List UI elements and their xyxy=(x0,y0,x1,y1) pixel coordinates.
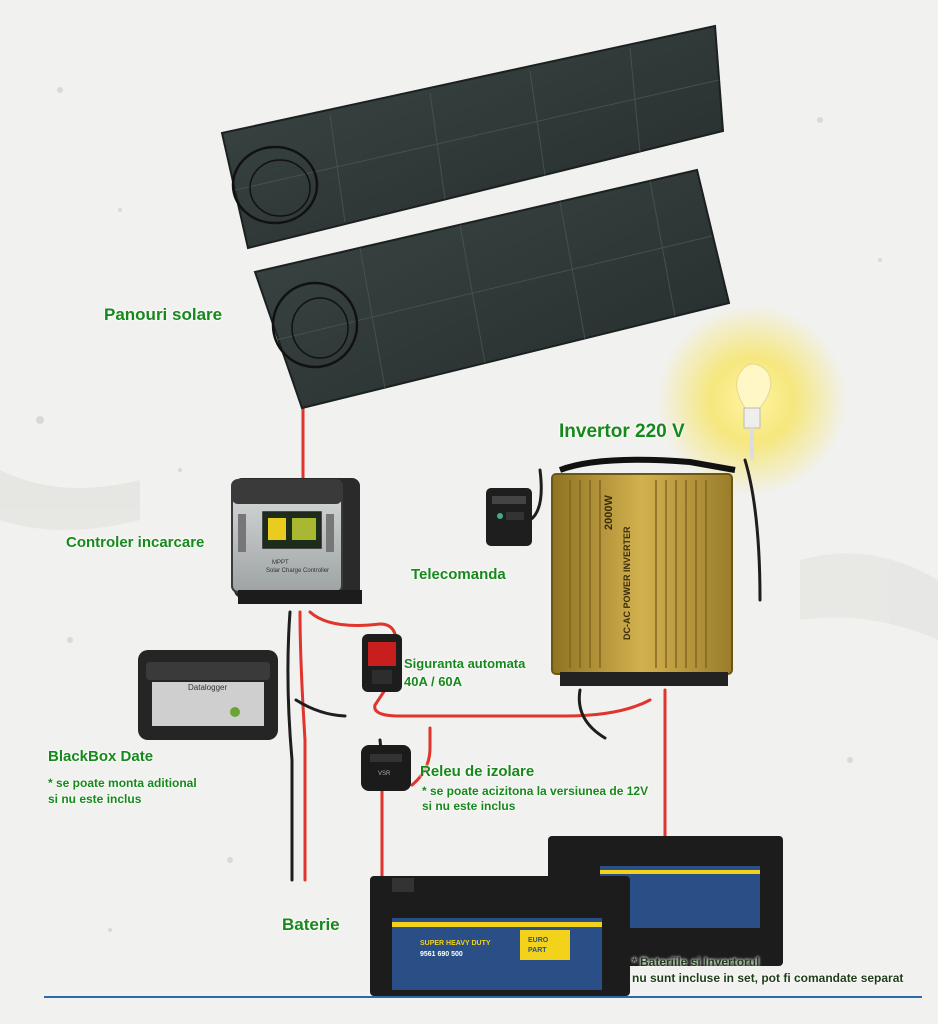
controller-name-text: Solar Charge Controller xyxy=(266,568,329,574)
label-blackbox-note-line1: * se poate monta aditional xyxy=(48,776,197,790)
label-relay-note-line2: si nu este inclus xyxy=(422,799,516,813)
isolation-relay: VSR xyxy=(361,745,411,791)
battery-front: SUPER HEAVY DUTY 9561 690 500 EURO PART xyxy=(370,876,630,996)
label-breaker-line2: 40A / 60A xyxy=(404,674,463,689)
label-battery-note-line2: nu sunt incluse in set, pot fi comandate… xyxy=(632,971,904,985)
inverter-power-text: 2000W xyxy=(603,495,615,530)
auto-breaker xyxy=(362,634,402,692)
battery-brand-text-2: PART xyxy=(528,947,547,954)
cables-red xyxy=(298,403,667,882)
battery-model-text: SUPER HEAVY DUTY xyxy=(420,940,491,947)
label-relay: Releu de izolare xyxy=(420,763,535,780)
label-solar-panels: Panouri solare xyxy=(104,305,223,324)
cables-black xyxy=(286,458,762,882)
charge-controller: MPPT Solar Charge Controller xyxy=(231,478,362,604)
solar-panel-bottom xyxy=(253,168,731,410)
label-inverter: Invertor 220 V xyxy=(559,421,685,442)
solar-panel-top xyxy=(220,24,725,250)
remote-control xyxy=(486,488,532,546)
battery-brand-text-1: EURO xyxy=(528,937,549,944)
light-bulb xyxy=(736,363,772,460)
controller-brand-text: MPPT xyxy=(272,560,289,566)
relay-badge-text: VSR xyxy=(378,771,391,777)
label-remote: Telecomanda xyxy=(411,566,506,583)
label-blackbox-note-line2: si nu este inclus xyxy=(48,792,142,806)
datalogger-text: Datalogger xyxy=(188,683,227,692)
label-relay-note-line1: * se poate acizitona la versiunea de 12V xyxy=(422,784,649,798)
label-battery-note-line1: * Bateriile si Invertorul xyxy=(632,955,760,969)
battery-code-text: 9561 690 500 xyxy=(420,951,463,958)
bottom-divider xyxy=(44,996,922,998)
label-breaker-line1: Siguranta automata xyxy=(404,656,526,671)
inverter-name-text: DC-AC POWER INVERTER xyxy=(622,526,632,640)
label-charge-controller: Controler incarcare xyxy=(66,534,205,551)
wall-texture xyxy=(0,87,938,932)
datalogger-device: Datalogger xyxy=(138,650,278,740)
label-blackbox: BlackBox Date xyxy=(48,748,154,765)
label-battery: Baterie xyxy=(282,915,340,934)
inverter: DC-AC POWER INVERTER 2000W xyxy=(551,456,736,686)
